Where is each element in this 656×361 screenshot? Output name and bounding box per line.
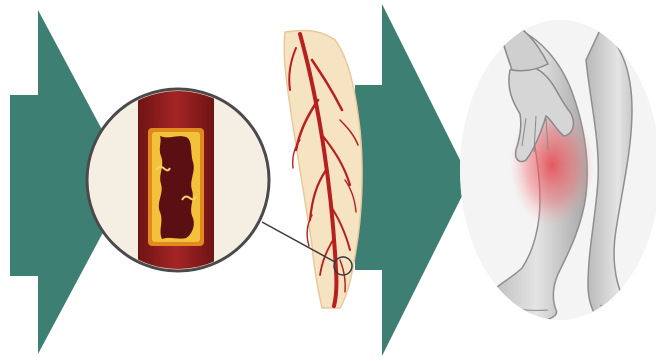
magnifier-circle-icon (87, 85, 269, 275)
leg-arterial-network (284, 30, 362, 308)
leg-silhouette (284, 30, 362, 308)
leg-pain-photo (460, 20, 656, 330)
right-arrow-icon (355, 4, 470, 356)
narrowed-lumen (159, 136, 194, 239)
